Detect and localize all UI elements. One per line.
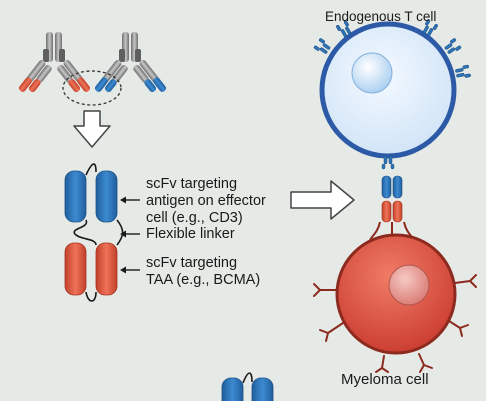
- antibody-blue-icon: [94, 32, 167, 93]
- scfv-effector-line-1: scFv targeting: [146, 176, 238, 192]
- right-arrow-icon: [290, 180, 355, 220]
- scfv-effector-label: scFv targeting antigen on effector cell …: [146, 176, 266, 227]
- myeloma-cell-icon: [313, 233, 477, 373]
- bound-bite-icon: [369, 175, 415, 241]
- t-cell-label: Endogenous T cell: [325, 9, 437, 24]
- selection-ellipse: [62, 70, 122, 106]
- label-arrows: [120, 196, 140, 274]
- myeloma-label: Myeloma cell: [341, 371, 429, 388]
- bite-molecule-icon: [64, 163, 124, 302]
- scfv-taa-label: scFv targeting TAA (e.g., BCMA): [146, 255, 260, 289]
- t-cell-icon: [313, 19, 471, 170]
- scfv-taa-line-1: scFv targeting: [146, 255, 238, 271]
- scfv-effector-line-2: antigen on effector: [146, 193, 266, 209]
- antibody-red-icon: [18, 32, 91, 93]
- scfv-effector-line-3: cell (e.g., CD3): [146, 210, 243, 226]
- linker-label: Flexible linker: [146, 226, 235, 242]
- down-arrow-icon: [73, 110, 111, 148]
- bite-fragment-icon: [221, 372, 274, 401]
- scfv-taa-line-2: TAA (e.g., BCMA): [146, 272, 261, 288]
